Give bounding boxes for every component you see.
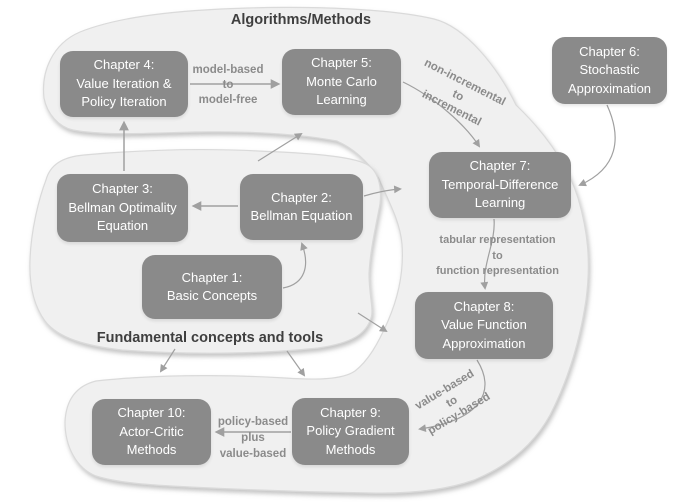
node-chapter-4: Chapter 4: Value Iteration & Policy Iter… bbox=[60, 51, 188, 117]
arrow-ch8-to-ch9 bbox=[418, 359, 486, 432]
node-chapter-5: Chapter 5: Monte Carlo Learning bbox=[282, 49, 401, 115]
node-chapter-9: Chapter 9: Policy Gradient Methods bbox=[292, 398, 409, 465]
node-chapter-6: Chapter 6: Stochastic Approximation bbox=[552, 37, 667, 104]
arrow-ch6-to-ch7 bbox=[578, 104, 616, 187]
diagram-arrows bbox=[119, 79, 616, 437]
arrow-fundamental-to-ch9 bbox=[286, 350, 306, 377]
edge-label-model-based-to-model-free: model-based to model-free bbox=[192, 64, 264, 106]
node-chapter-1: Chapter 1: Basic Concepts bbox=[142, 255, 282, 319]
fundamental-region-title: Fundamental concepts and tools bbox=[96, 330, 324, 346]
arrow-fundamental-to-ch10 bbox=[159, 348, 176, 373]
node-chapter-2: Chapter 2: Bellman Equation bbox=[240, 174, 363, 240]
node-chapter-3: Chapter 3: Bellman Optimality Equation bbox=[57, 174, 188, 242]
arrow-ch1-to-ch2 bbox=[282, 242, 308, 289]
edge-label-tabular-to-function-representation: tabular representation to function repre… bbox=[436, 234, 559, 277]
node-chapter-8: Chapter 8: Value Function Approximation bbox=[415, 292, 553, 359]
arrow-fundamental-to-ch8 bbox=[357, 312, 388, 333]
arrow-ch5-to-ch7 bbox=[402, 81, 481, 148]
node-chapter-7: Chapter 7: Temporal-Difference Learning bbox=[429, 152, 571, 218]
arrow-fundamental-to-ch5 bbox=[257, 132, 303, 162]
arrow-fundamental-to-ch7 bbox=[363, 185, 402, 197]
algorithms-region-title: Algorithms/Methods bbox=[230, 12, 372, 28]
edge-label-policy-based-plus-value-based: policy-based plus value-based bbox=[217, 416, 289, 460]
node-chapter-10: Chapter 10: Actor-Critic Methods bbox=[92, 399, 211, 465]
arrow-ch7-to-ch8 bbox=[480, 218, 495, 290]
